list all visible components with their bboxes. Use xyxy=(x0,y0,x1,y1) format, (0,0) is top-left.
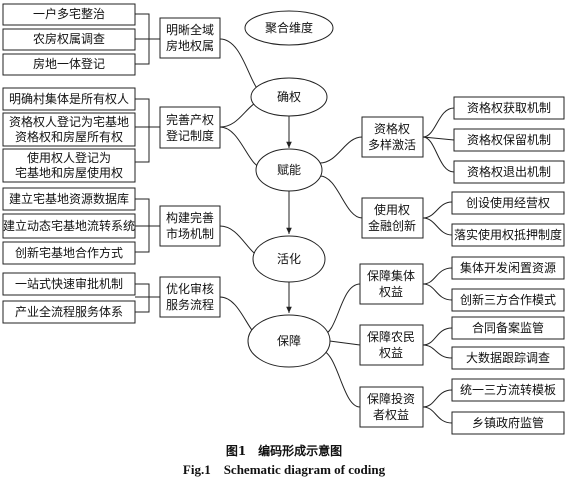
item-text: 资格权保留机制 xyxy=(467,132,551,147)
item-text: 创设使用经营权 xyxy=(466,195,550,210)
core-label: 赋能 xyxy=(277,163,301,177)
caption-zh: 图1 编码形成示意图 xyxy=(226,443,342,458)
right-group-4: 保障农民 权益 合同备案监管 大数据跟踪调查 xyxy=(359,316,565,370)
core-label: 活化 xyxy=(277,252,301,266)
caption-en: Fig.1 Schematic diagram of coding xyxy=(183,462,386,477)
category-line: 明晰全域 xyxy=(166,22,214,37)
core-node-baozhang: 保障 xyxy=(247,314,331,368)
item-text: 资格权人登记为宅基地 xyxy=(9,114,129,129)
item-text: 农房权属调查 xyxy=(33,31,105,46)
item-text: 统一三方流转模板 xyxy=(460,382,556,397)
category-line: 金融创新 xyxy=(368,218,416,233)
item-text: 资格权获取机制 xyxy=(467,100,551,115)
item-text: 建立宅基地资源数据库 xyxy=(9,191,129,206)
category-line: 使用权 xyxy=(374,202,410,217)
category-line: 权益 xyxy=(379,285,403,299)
category-line: 权益 xyxy=(379,346,403,360)
item-text: 合同备案监管 xyxy=(472,320,544,335)
category-line: 优化审核 xyxy=(166,281,214,296)
item-text: 房地一体登记 xyxy=(33,56,105,71)
item-text: 集体开发闲置资源 xyxy=(460,260,556,275)
right-group-5: 保障投资 者权益 统一三方流转模板 乡镇政府监管 xyxy=(359,378,565,435)
left-group-3: 构建完善 市场机制 建立宅基地资源数据库 建立动态宅基地流转系统 创新宅基地合作… xyxy=(2,187,221,265)
left-group-2: 完善产权 登记制度 明确村集体是所有权人 资格权人登记为宅基地 资格权和房屋所有… xyxy=(2,87,221,183)
category-line: 房地权属 xyxy=(166,38,214,53)
core-node-funeng: 赋能 xyxy=(255,148,323,192)
item-text: 大数据跟踪调查 xyxy=(466,350,550,365)
core-label: 保障 xyxy=(277,333,301,348)
category-line: 资格权 xyxy=(374,121,410,136)
core-label: 确权 xyxy=(277,90,301,104)
right-group-2: 使用权 金融创新 创设使用经营权 落实使用权抵押制度 xyxy=(361,191,565,247)
right-group-3: 保障集体 权益 集体开发闲置资源 创新三方合作模式 xyxy=(359,256,565,312)
item-text: 资格权和房屋所有权 xyxy=(15,129,123,144)
item-text: 乡镇政府监管 xyxy=(472,415,544,430)
header-text: 聚合维度 xyxy=(265,20,313,35)
category-line: 保障投资 xyxy=(367,391,415,406)
figure-caption: 图1 编码形成示意图 Fig.1 Schematic diagram of co… xyxy=(183,443,386,477)
item-text: 资格权退出机制 xyxy=(467,164,551,179)
core-node-quequan: 确权 xyxy=(250,77,328,117)
category-line: 者权益 xyxy=(373,408,409,422)
core-nodes: 确权 赋能 活化 保障 xyxy=(247,77,331,368)
item-text: 使用权人登记为 xyxy=(27,150,111,165)
item-text: 建立动态宅基地流转系统 xyxy=(3,218,135,233)
header-node: 聚合维度 xyxy=(244,10,334,46)
category-line: 市场机制 xyxy=(166,226,214,241)
item-text: 宅基地和房屋使用权 xyxy=(15,165,123,180)
category-line: 完善产权 xyxy=(166,112,214,127)
category-line: 登记制度 xyxy=(166,128,214,143)
category-line: 多样激活 xyxy=(368,137,416,152)
left-group-1: 明晰全域 房地权属 一户多宅整治 农房权属调查 房地一体登记 xyxy=(2,3,221,76)
category-line: 服务流程 xyxy=(166,297,214,312)
category-line: 保障集体 xyxy=(367,268,415,283)
category-line: 保障农民 xyxy=(367,329,415,344)
item-text: 创新宅基地合作方式 xyxy=(15,245,123,260)
item-text: 明确村集体是所有权人 xyxy=(9,91,129,106)
left-group-4: 优化审核 服务流程 一站式快速审批机制 产业全流程服务体系 xyxy=(2,272,221,324)
item-text: 一户多宅整治 xyxy=(33,6,105,21)
left-groups: 明晰全域 房地权属 一户多宅整治 农房权属调查 房地一体登记 完善产权 登记制度… xyxy=(2,3,221,324)
connectors xyxy=(135,13,455,424)
right-group-1: 资格权 多样激活 资格权获取机制 资格权保留机制 资格权退出机制 xyxy=(361,96,565,184)
core-node-huohua: 活化 xyxy=(252,235,326,283)
item-text: 落实使用权抵押制度 xyxy=(454,227,562,242)
right-groups: 资格权 多样激活 资格权获取机制 资格权保留机制 资格权退出机制 使用权 金融创… xyxy=(359,96,565,435)
item-text: 创新三方合作模式 xyxy=(460,292,556,307)
item-text: 产业全流程服务体系 xyxy=(15,304,123,319)
item-text: 一站式快速审批机制 xyxy=(15,276,123,291)
category-line: 构建完善 xyxy=(166,210,214,225)
